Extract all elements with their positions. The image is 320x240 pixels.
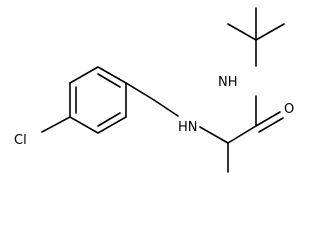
tert-butyl-methyl-bond (255, 23, 285, 41)
ring-bond (69, 66, 99, 84)
amine-nh-label: HN (178, 120, 198, 135)
benzene-ring (69, 66, 127, 134)
tert-butyl-methyl-bond (227, 23, 257, 41)
ch2-to-nh-bond (153, 99, 179, 117)
carbonyl-oxygen-label: O (284, 102, 294, 117)
ring-bond (69, 116, 99, 134)
ring-bond (97, 116, 127, 134)
carbon-chlorine-bond (41, 116, 71, 133)
carbonyl-double-bond-b (258, 117, 284, 133)
carbonyl-double-bond-a (255, 111, 281, 127)
nh-to-alpha-carbon-bond (199, 126, 229, 144)
alpha-to-carbonyl-bond (227, 125, 257, 144)
chemical-structure-diagram: Cl HN NH O (14, 7, 294, 173)
amide-nh-label: NH (218, 75, 238, 90)
ring-bond (97, 66, 127, 84)
chlorine-label: Cl (14, 133, 27, 148)
ring-double-bond (97, 112, 121, 127)
ring-double-bond (97, 73, 121, 88)
ring-to-ch2-bond (125, 82, 155, 101)
